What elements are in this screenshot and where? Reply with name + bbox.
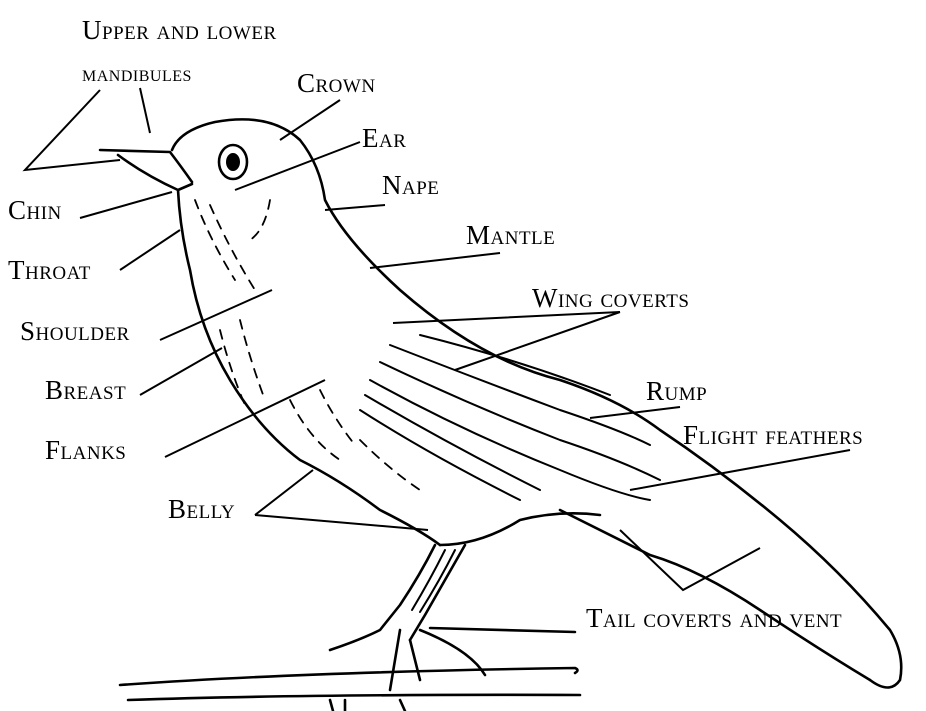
- legs: [330, 545, 485, 690]
- label-shoulder: Shoulder: [20, 318, 130, 345]
- label-mantle: Mantle: [466, 222, 555, 249]
- label-mandibles-line2: mandibules: [82, 62, 192, 85]
- label-flanks: Flanks: [45, 437, 126, 464]
- label-ear: Ear: [362, 125, 406, 152]
- label-wing-coverts: Wing coverts: [532, 285, 689, 312]
- label-nape: Nape: [382, 172, 439, 199]
- label-throat: Throat: [8, 257, 91, 284]
- breast-streaks: [195, 200, 420, 490]
- label-crown: Crown: [297, 70, 376, 97]
- branch: [120, 628, 580, 711]
- label-rump: Rump: [646, 378, 707, 405]
- label-mandibles-line1: Upper and lower: [82, 17, 277, 44]
- label-breast: Breast: [45, 377, 126, 404]
- label-belly: Belly: [168, 496, 235, 523]
- label-tail-coverts-and-vent: Tail coverts and vent: [586, 605, 842, 632]
- wing-feathers: [360, 335, 660, 500]
- label-chin: Chin: [8, 197, 62, 224]
- label-flight-feathers: Flight feathers: [683, 422, 863, 449]
